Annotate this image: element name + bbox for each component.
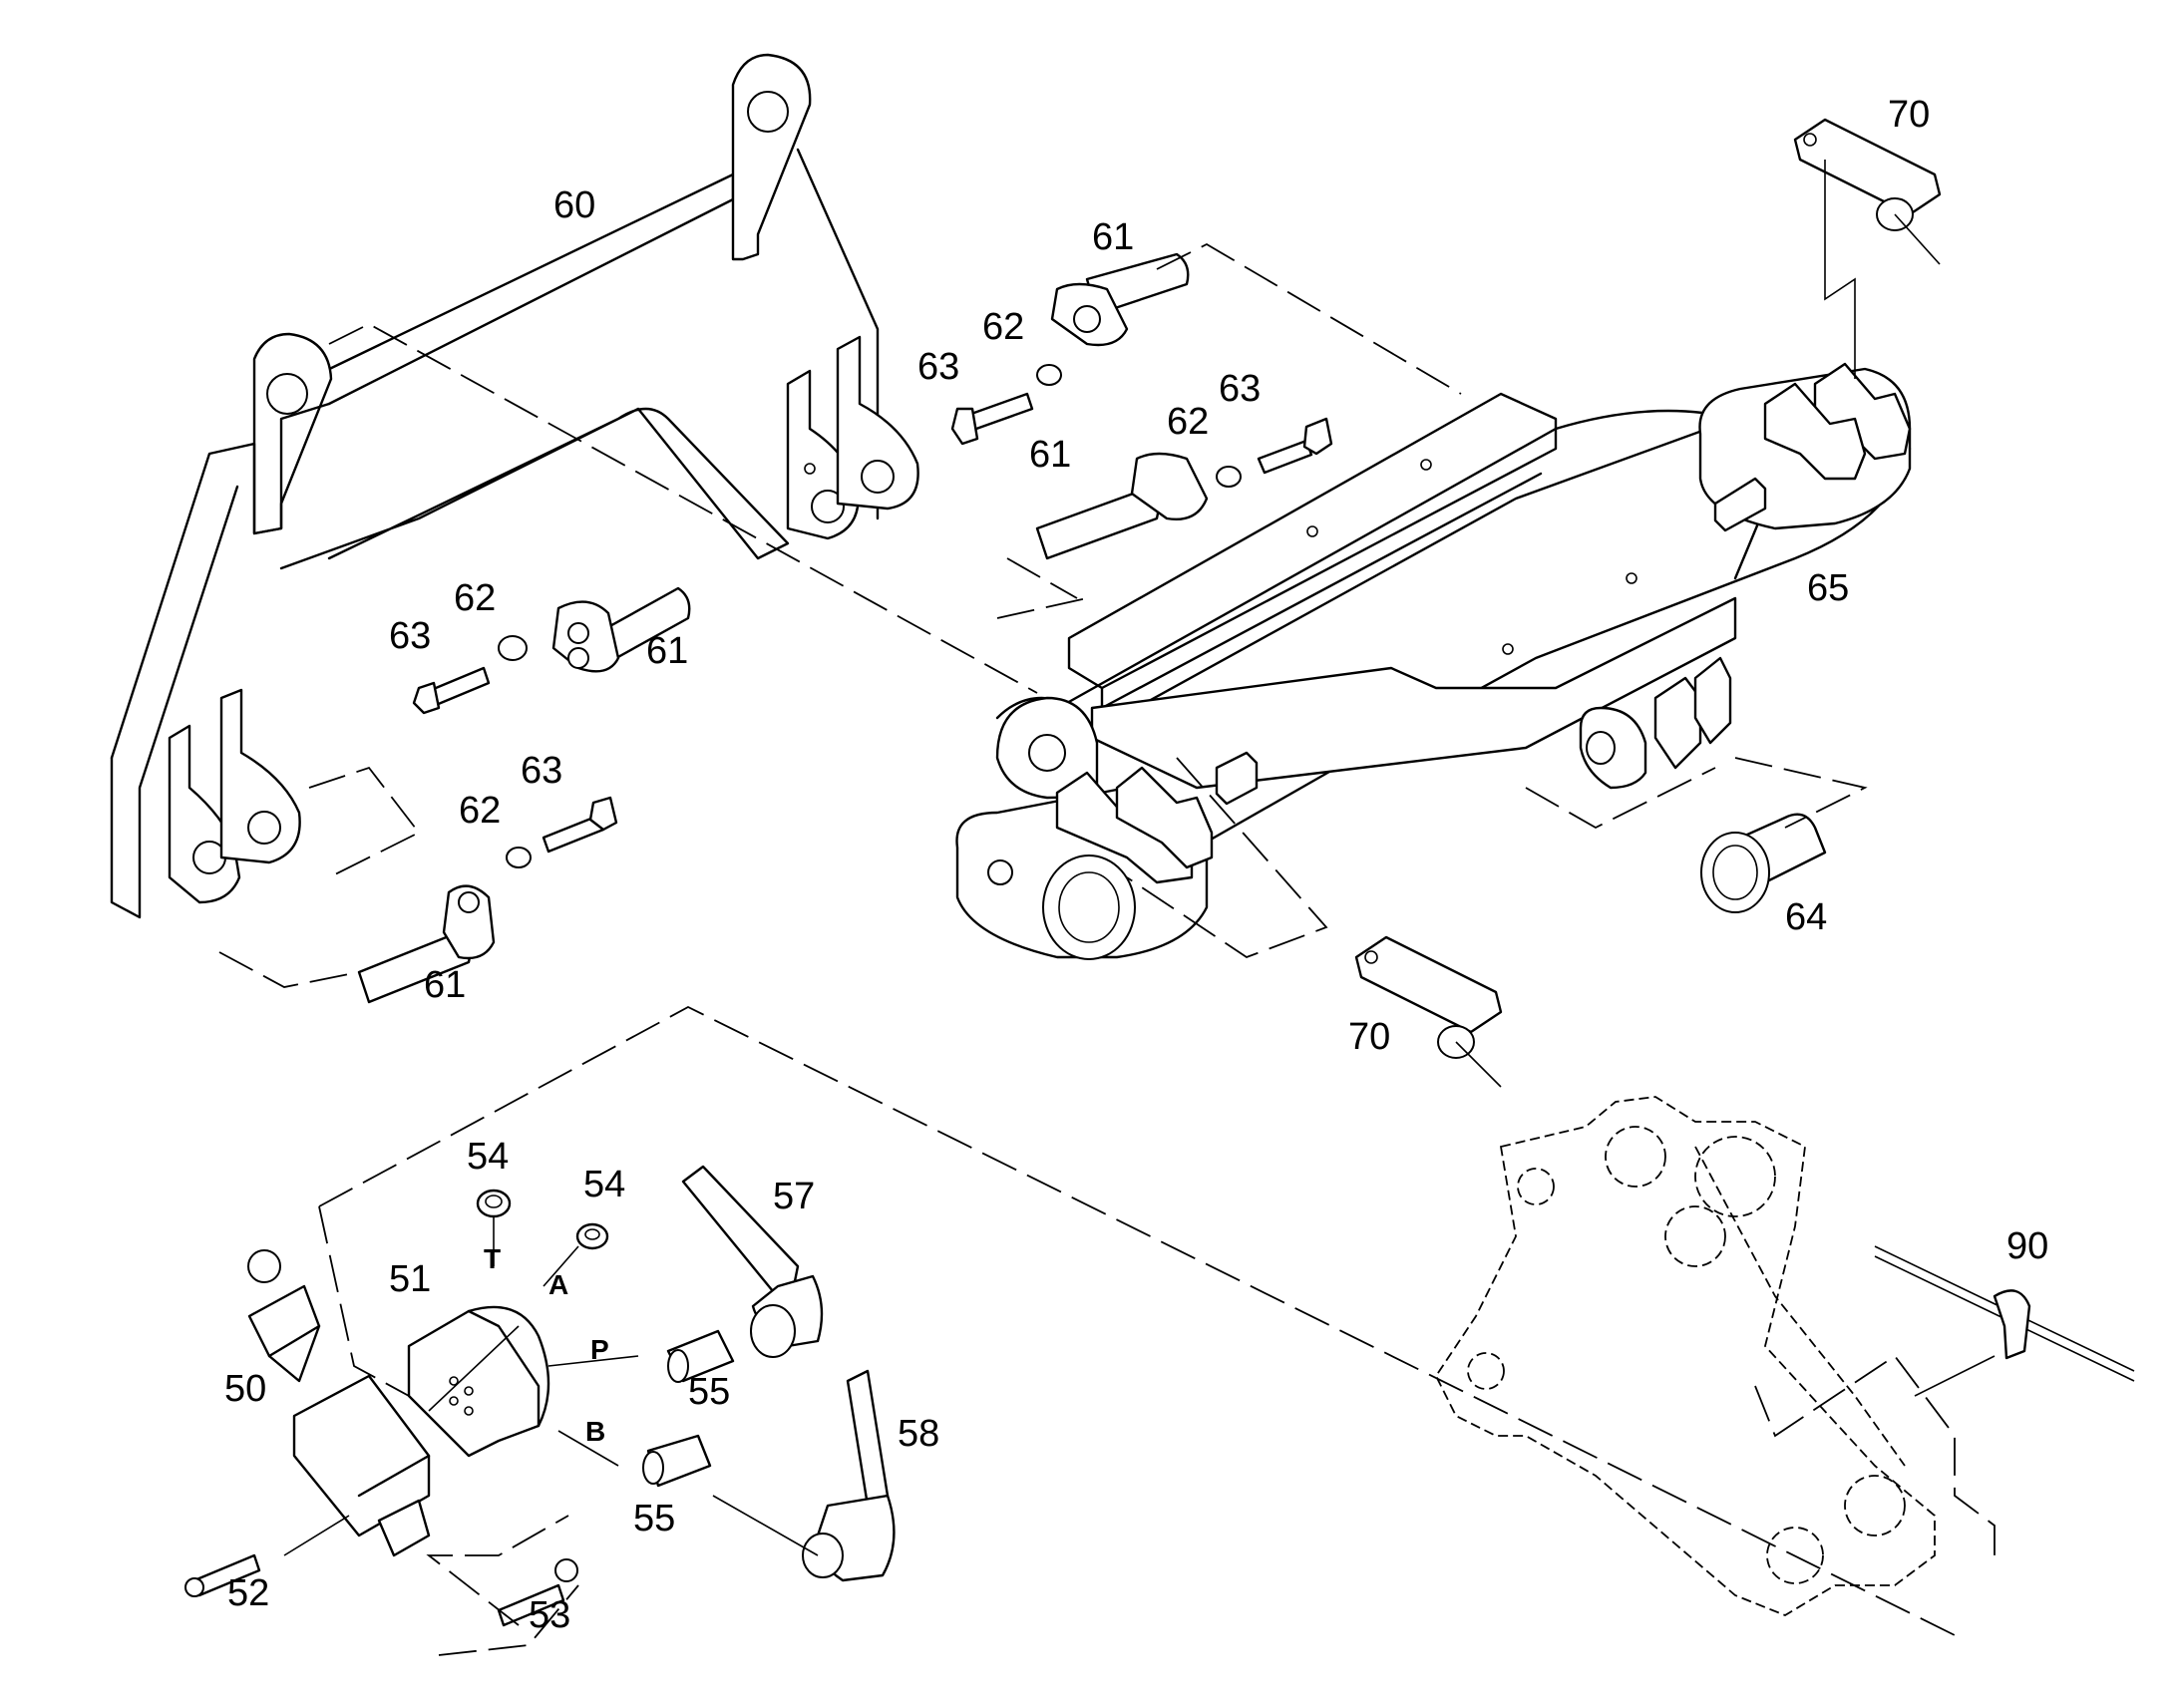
callout-labels: 60 61 61 61 61 62 62 62 62 63 63 63 63 6…: [224, 94, 2048, 1636]
callout-51: 51: [389, 1258, 431, 1300]
part-55-fitting-P: [666, 1329, 735, 1383]
callout-61: 61: [424, 964, 466, 1006]
callout-54: 54: [467, 1136, 509, 1178]
callout-64: 64: [1785, 896, 1827, 938]
part-60-adapter-frame: [110, 53, 919, 919]
callout-61: 61: [1092, 216, 1134, 258]
part-90-clamp: [1874, 1245, 2135, 1382]
assembly-lines: [218, 160, 1996, 1656]
part-57-hose: [681, 1165, 824, 1358]
callout-55: 55: [633, 1498, 675, 1539]
pin-61-top: [1050, 252, 1190, 347]
part-70-lock-pin-top: [1793, 118, 1942, 265]
pin-61-left: [551, 586, 691, 673]
washer-62-mid: [1216, 466, 1242, 488]
port-labels: T A P B: [484, 1243, 609, 1447]
part-53-screw: [497, 1558, 578, 1627]
callout-58: 58: [898, 1413, 939, 1455]
callout-63: 63: [521, 750, 562, 792]
callout-61: 61: [1029, 434, 1071, 476]
callout-62: 62: [982, 306, 1024, 348]
callout-62: 62: [459, 790, 501, 832]
part-54-plug-T: [476, 1189, 512, 1218]
callout-55: 55: [688, 1371, 730, 1413]
bolt-63-mid: [1257, 417, 1333, 475]
part-51-valve-block: [407, 1305, 550, 1458]
part-65-coupler-body: [955, 362, 1912, 960]
callout-53: 53: [529, 1594, 570, 1636]
part-50-solenoid-valve: [247, 1249, 431, 1557]
part-54-plug-A: [575, 1222, 609, 1250]
port-label-A: A: [548, 1269, 568, 1300]
part-64-bushing: [1700, 813, 1827, 913]
callout-61: 61: [646, 630, 688, 672]
port-label-T: T: [484, 1243, 501, 1274]
port-label-B: B: [585, 1416, 605, 1447]
callout-54: 54: [583, 1164, 625, 1205]
callout-63: 63: [917, 346, 959, 388]
callout-57: 57: [773, 1176, 815, 1217]
washer-62-left: [498, 635, 528, 661]
callout-65: 65: [1807, 567, 1849, 609]
callout-62: 62: [454, 577, 496, 619]
port-label-P: P: [590, 1334, 609, 1365]
part-58-hose: [802, 1369, 896, 1582]
part-55-fitting-B: [642, 1434, 712, 1488]
callout-70: 70: [1888, 94, 1930, 136]
callout-60: 60: [553, 184, 595, 226]
callout-52: 52: [227, 1572, 269, 1614]
callout-63: 63: [1219, 368, 1261, 410]
pin-61-mid: [1035, 452, 1209, 560]
part-70-lock-pin-bottom: [1354, 935, 1503, 1088]
bolt-63-top: [950, 392, 1034, 446]
callout-62: 62: [1167, 401, 1209, 443]
callout-50: 50: [224, 1368, 266, 1410]
machine-arm-outline: [1434, 1096, 1936, 1617]
callout-70: 70: [1348, 1016, 1390, 1058]
washer-62-bottom: [506, 847, 532, 868]
bolt-63-bottom: [542, 796, 618, 854]
pin-61-bottom: [357, 884, 496, 1004]
callout-90: 90: [2006, 1225, 2048, 1267]
part-52-screw: [184, 1553, 261, 1597]
bolt-63-left: [412, 666, 491, 715]
washer-62-top: [1036, 364, 1062, 386]
callout-63: 63: [389, 615, 431, 657]
